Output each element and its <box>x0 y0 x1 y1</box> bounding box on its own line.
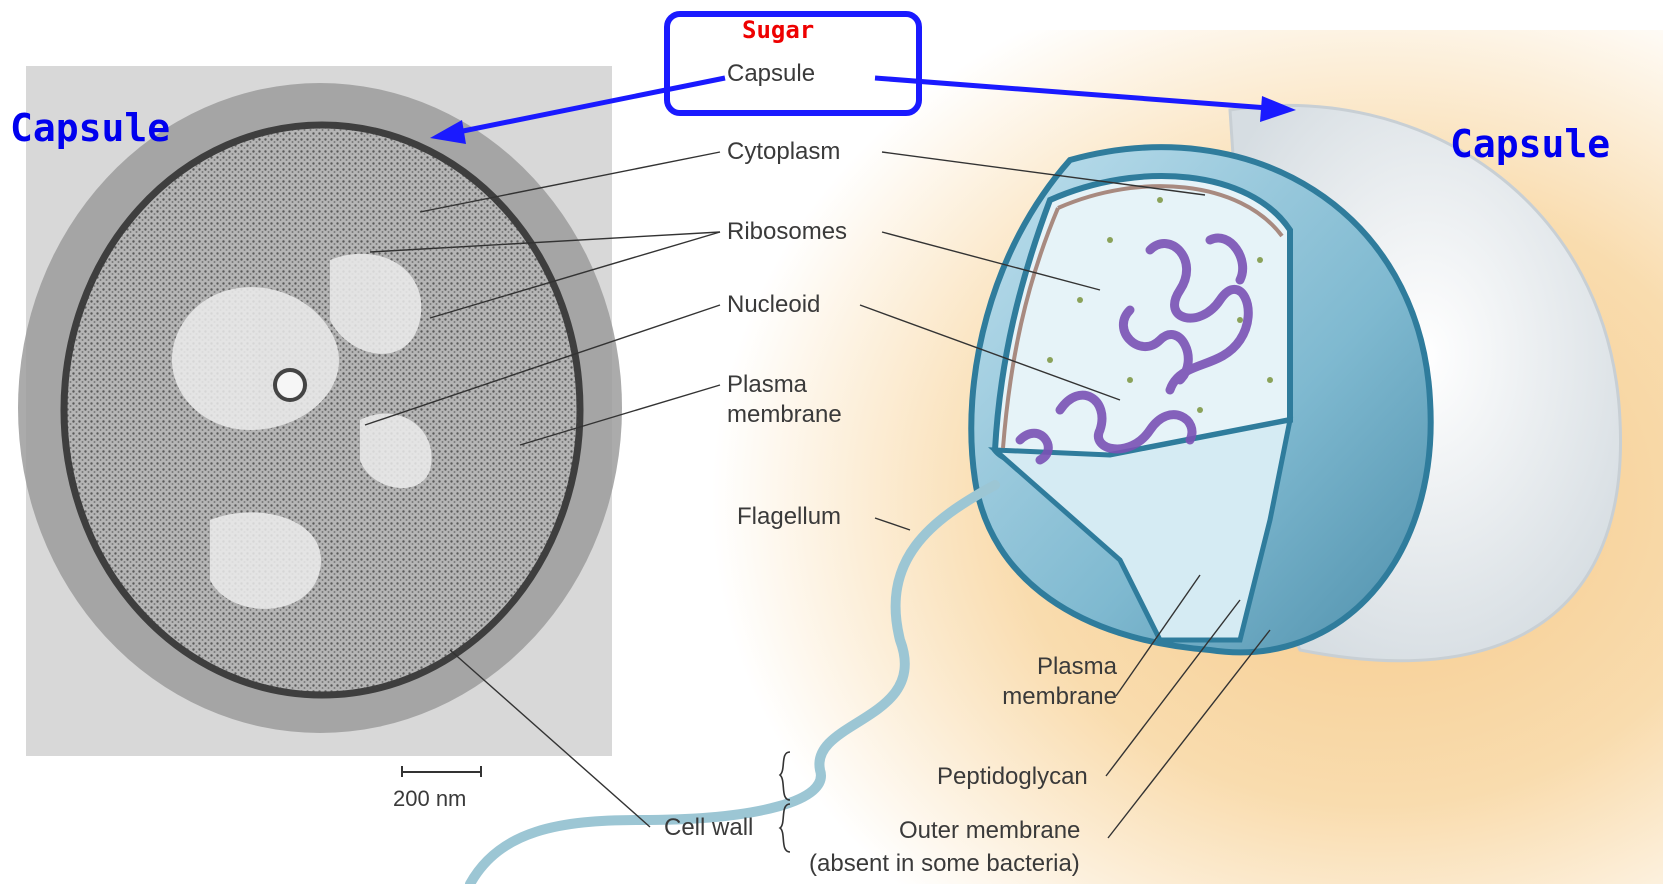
label-cell-wall: Cell wall <box>664 814 753 842</box>
label-cytoplasm: Cytoplasm <box>727 138 840 166</box>
scale-bar <box>402 766 481 777</box>
label-capsule: Capsule <box>727 60 815 88</box>
label-peptidoglycan: Peptidoglycan <box>937 763 1088 791</box>
label-plasma-membrane-bottom: Plasma membrane <box>977 652 1117 712</box>
micrograph-inclusion <box>275 370 305 400</box>
label-plasma-membrane-top: Plasma membrane <box>727 370 877 430</box>
label-nucleoid: Nucleoid <box>727 291 820 319</box>
label-ribosomes: Ribosomes <box>727 218 847 246</box>
sugar-label: Sugar <box>742 16 814 44</box>
label-outer-membrane: Outer membrane <box>899 817 1080 845</box>
label-outer-membrane-note: (absent in some bacteria) <box>809 850 1080 878</box>
scale-bar-label: 200 nm <box>393 786 466 812</box>
label-flagellum: Flagellum <box>737 503 841 531</box>
capsule-title-right: Capsule <box>1450 122 1610 166</box>
capsule-title-left: Capsule <box>10 106 170 150</box>
